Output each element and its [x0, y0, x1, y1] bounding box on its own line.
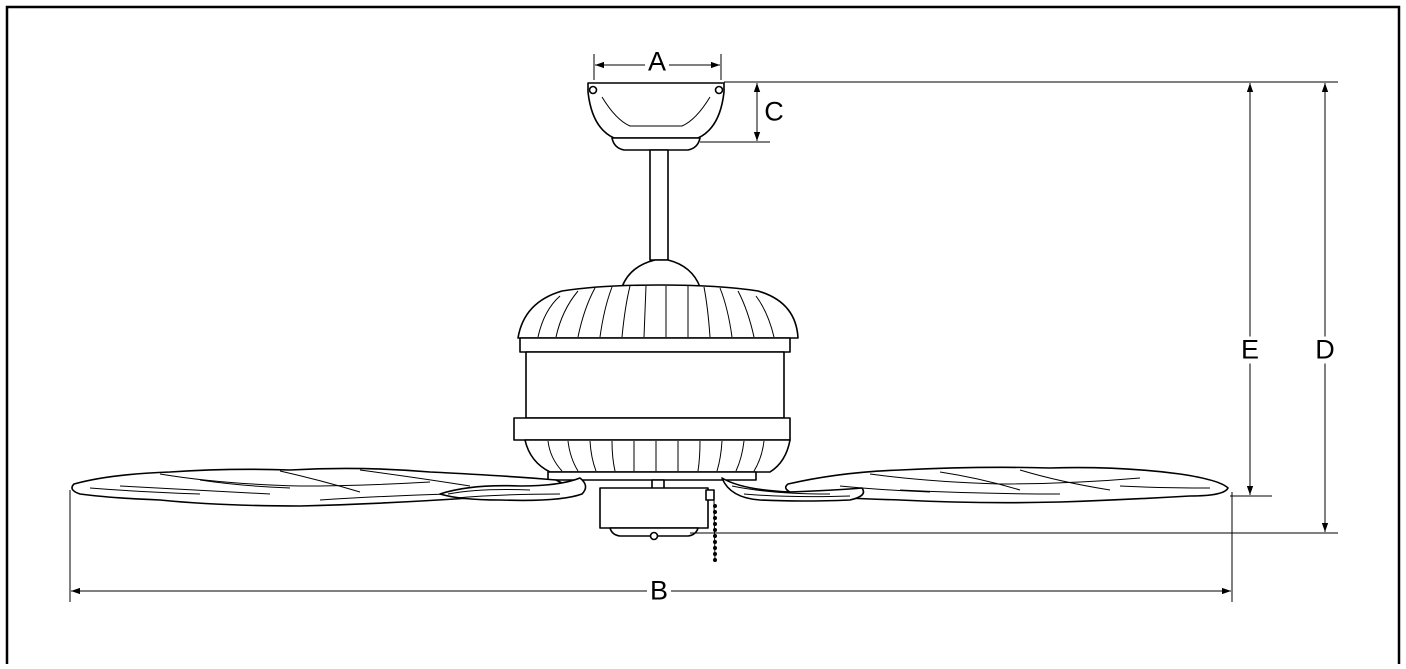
dimension-label-c: C — [761, 98, 787, 126]
dimension-c — [700, 81, 1338, 143]
dimension-d — [690, 83, 1338, 534]
dimension-e — [1230, 83, 1272, 497]
switch-housing — [599, 479, 717, 563]
canopy — [587, 82, 725, 151]
dimension-label-e: E — [1237, 336, 1263, 364]
downrod — [649, 149, 669, 261]
right-blade — [721, 466, 1229, 504]
dimension-label-b: B — [646, 577, 672, 605]
dimension-label-d: D — [1312, 336, 1338, 364]
left-blade — [71, 467, 587, 507]
motor-housing — [513, 259, 799, 481]
dimension-label-a: A — [644, 48, 670, 76]
